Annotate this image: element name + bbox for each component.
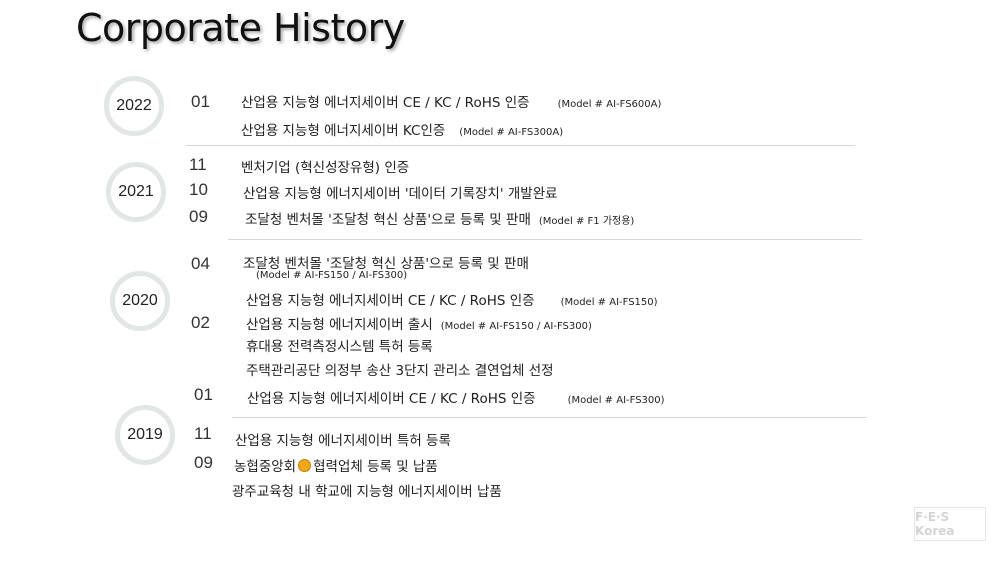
entry-text: 산업용 지능형 에너지세이버 CE / KC / RoHS 인증 <box>246 293 535 309</box>
history-entry: 벤처기업 (혁신성장유형) 인증 <box>241 160 410 176</box>
year-badge-2022: 2022 <box>104 76 164 136</box>
history-entry: 산업용 지능형 에너지세이버 특허 등록 <box>235 433 451 449</box>
company-logo: F·E·S Korea <box>914 507 986 541</box>
section-divider <box>186 145 855 146</box>
entry-text: 산업용 지능형 에너지세이버 CE / KC / RoHS 인증 <box>247 391 536 407</box>
history-entry: 산업용 지능형 에너지세이버 CE / KC / RoHS 인증 (Model #… <box>246 289 658 309</box>
model-text: (Model # AI-FS300) <box>567 395 665 406</box>
model-text: (Model # AI-FS150 / AI-FS300) <box>256 270 408 281</box>
history-entry: 휴대용 전력측정시스템 특허 등록 <box>246 339 433 355</box>
entry-text: 산업용 지능형 에너지세이버 출시 <box>246 317 433 333</box>
entry-text: 협력업체 등록 및 납품 <box>313 459 438 475</box>
history-entry: 산업용 지능형 에너지세이버 KC인증 (Model # AI-FS300A) <box>241 119 563 139</box>
year-badge-2021: 2021 <box>106 162 166 222</box>
medal-icon <box>298 459 312 472</box>
month-label: 10 <box>189 180 208 199</box>
history-entry: 광주교육청 내 학교에 지능형 에너지세이버 납품 <box>232 484 502 500</box>
month-label: 09 <box>194 453 213 472</box>
year-badge-2019: 2019 <box>115 405 175 465</box>
entry-text: 산업용 지능형 에너지세이버 KC인증 <box>241 123 446 139</box>
month-label: 02 <box>191 313 210 332</box>
section-divider <box>232 417 867 418</box>
month-label: 04 <box>191 254 210 273</box>
history-entry: 산업용 지능형 에너지세이버 CE / KC / RoHS 인증 (Model #… <box>241 91 661 111</box>
model-text: (Model # AI-FS150) <box>560 297 658 308</box>
history-entry: 조달청 벤처몰 '조달청 혁신 상품'으로 등록 및 판매 <box>243 256 529 272</box>
month-label: 11 <box>194 424 212 443</box>
year-badge-2020: 2020 <box>110 271 170 331</box>
entry-text: 농협중앙회 <box>234 459 297 475</box>
history-entry: 산업용 지능형 에너지세이버 출시 (Model # AI-FS150 / AI-… <box>246 313 592 333</box>
model-text: (Model # AI-FS300A) <box>459 127 564 138</box>
model-text: (Model # F1 가정용) <box>538 216 635 227</box>
month-label: 01 <box>191 92 210 111</box>
history-entry: 농협중앙회 협력업체 등록 및 납품 <box>234 455 438 475</box>
history-entry: 산업용 지능형 에너지세이버 CE / KC / RoHS 인증 (Model #… <box>247 387 665 407</box>
history-entry: 산업용 지능형 에너지세이버 '데이터 기록장치' 개발완료 <box>243 186 558 202</box>
history-entry: 주택관리공단 의정부 송산 3단지 관리소 결연업체 선정 <box>246 363 554 379</box>
month-label: 09 <box>189 207 208 226</box>
entry-text: 조달청 벤처몰 '조달청 혁신 상품'으로 등록 및 판매 <box>245 212 531 228</box>
month-label: 11 <box>189 155 207 174</box>
model-text: (Model # AI-FS150 / AI-FS300) <box>440 321 592 332</box>
page-title: Corporate History <box>76 6 405 50</box>
entry-text: 산업용 지능형 에너지세이버 CE / KC / RoHS 인증 <box>241 95 530 111</box>
month-label: 01 <box>194 385 213 404</box>
history-entry: 조달청 벤처몰 '조달청 혁신 상품'으로 등록 및 판매 (Model # F1… <box>245 208 634 228</box>
section-divider <box>228 239 862 240</box>
model-text: (Model # AI-FS600A) <box>557 99 662 110</box>
